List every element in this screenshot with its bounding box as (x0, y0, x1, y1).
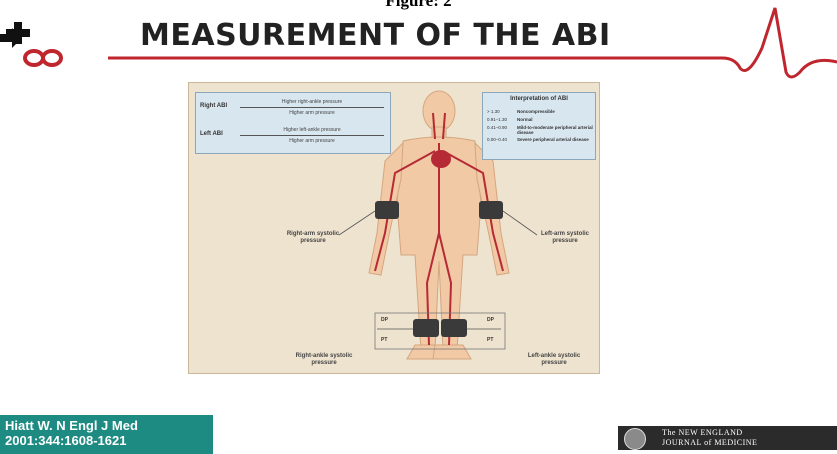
right-arm-cuff (375, 201, 399, 219)
heart (431, 150, 451, 168)
abi-meaning: Noncompressible (517, 109, 593, 114)
right-pt-label: PT (381, 337, 387, 343)
abi-meaning: Mild-to-moderate peripheral arterial dis… (517, 125, 593, 135)
abi-range: > 1.30 (487, 109, 517, 114)
right-abi-denominator: Higher arm pressure (240, 108, 384, 116)
left-foot (433, 345, 471, 359)
citation-line-1: Hiatt W. N Engl J Med (5, 419, 138, 433)
left-ankle-callout: Left-ankle systolic pressure (519, 353, 589, 367)
right-abi-numerator: Higher right-ankle pressure (240, 99, 384, 108)
journal-logo: The NEW ENGLAND JOURNAL of MEDICINE (618, 426, 837, 450)
logo (0, 20, 110, 70)
journal-seal-icon (624, 428, 646, 450)
leader-left-arm (503, 211, 537, 235)
left-ankle-cuff (441, 319, 467, 337)
abi-meaning: Severe peripheral arterial disease (517, 137, 593, 142)
journal-name-line-1: The NEW ENGLAND (662, 428, 743, 437)
right-abi-fraction: Higher right-ankle pressure Higher arm p… (240, 99, 384, 116)
interpretation-box: Interpretation of ABI > 1.30 Noncompress… (482, 92, 596, 160)
citation-line-2: 2001:344:1608-1621 (5, 434, 126, 448)
right-ankle-cuff (413, 319, 439, 337)
right-dp-label: DP (381, 317, 388, 323)
left-abi-label: Left ABI (200, 131, 223, 137)
head (423, 91, 455, 131)
right-abi-formula: Right ABI Higher right-ankle pressure Hi… (196, 95, 390, 123)
abi-range: 0.41–0.90 (487, 125, 517, 130)
page-title: MEASUREMENT OF THE ABI (140, 18, 611, 53)
left-abi-formula: Left ABI Higher left-ankle pressure High… (196, 123, 390, 151)
left-abi-denominator: Higher arm pressure (240, 136, 384, 144)
left-abi-fraction: Higher left-ankle pressure Higher arm pr… (240, 127, 384, 144)
abi-meaning: Normal (517, 117, 593, 122)
abi-range: 0.00–0.40 (487, 137, 517, 142)
left-arm-cuff (479, 201, 503, 219)
journal-name-line-2: JOURNAL of MEDICINE (662, 438, 757, 447)
abi-range: 0.91–1.30 (487, 117, 517, 122)
leader-right-arm (339, 211, 375, 235)
abi-illustration: Right ABI Higher right-ankle pressure Hi… (188, 82, 600, 374)
left-pt-label: PT (487, 337, 493, 343)
left-abi-numerator: Higher left-ankle pressure (240, 127, 384, 136)
right-arm-callout: Right-arm systolic pressure (283, 231, 343, 245)
interpretation-title: Interpretation of ABI (483, 96, 595, 102)
left-arm-callout: Left-arm systolic pressure (535, 231, 595, 245)
loop-left (25, 51, 43, 65)
left-dp-label: DP (487, 317, 494, 323)
ankle-bracket (375, 313, 505, 349)
right-ankle-callout: Right-ankle systolic pressure (289, 353, 359, 367)
right-abi-label: Right ABI (200, 103, 227, 109)
citation-banner: Hiatt W. N Engl J Med 2001:344:1608-1621 (0, 415, 213, 454)
loop-right (43, 51, 61, 65)
abi-formula-box: Right ABI Higher right-ankle pressure Hi… (195, 92, 391, 154)
